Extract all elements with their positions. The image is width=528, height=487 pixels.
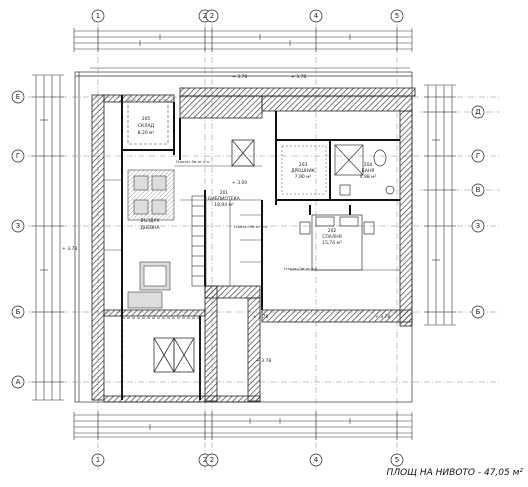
grid-label-right-d: Д [475, 108, 481, 116]
stair [191, 195, 207, 287]
room-area-library: 18,94 м² [214, 202, 234, 208]
room-name-storage: СКЛАД [138, 123, 155, 129]
right-dimension-lines [424, 84, 456, 326]
grid-label-top-2a: 2 [203, 12, 207, 20]
level-mark-top-right: + 3.78 [291, 74, 306, 80]
grid-label-top-2: 2 [210, 12, 214, 20]
room-area-bedroom: 15,74 м² [322, 240, 342, 246]
level-mark-left: + 3.78 [62, 246, 77, 252]
grid-label-right-b: Б [476, 308, 481, 316]
room-num-wardrobe: 203 [299, 162, 308, 168]
plan-title: ПЛОЩ НА НИВОТО - 47,05 м² [386, 468, 523, 478]
grid-label-bottom-1: 1 [96, 456, 100, 464]
grid-label-top-5: 5 [395, 12, 399, 20]
note-height-3: Н.кота=3м от п.п. [284, 267, 318, 271]
skylights [121, 139, 255, 397]
left-dimension-lines [32, 74, 64, 401]
room-num-storage: 205 [142, 116, 151, 122]
grid-label-bottom-5: 5 [395, 456, 399, 464]
grid-label-left-a: А [16, 378, 21, 386]
room-sub-void: ДНЕВНА [140, 225, 160, 231]
grid-label-bottom-2: 2 [210, 456, 214, 464]
level-mark-bottom: + 3.78 [256, 358, 271, 364]
room-name-bedroom: СПАЛНЯ [322, 234, 342, 240]
furniture-bedroom [299, 214, 375, 271]
room-num-bath: 204 [364, 162, 373, 168]
grid-label-right-v: В [476, 186, 481, 194]
room-name-wardrobe: ДРЕШНИК [291, 168, 316, 174]
level-mark-bottom-right: + 3.78 [375, 314, 390, 320]
grid-bubbles-right [471, 105, 485, 319]
note-height-2: Н.кота=3м от п.п. [234, 225, 268, 229]
furniture-living [127, 169, 175, 309]
grid-label-right-g: Г [476, 152, 480, 160]
room-name-void: ВЪЗДУХ [140, 218, 159, 224]
grid-label-top-4: 4 [314, 12, 319, 20]
grid-bubbles-left [11, 90, 25, 389]
note-height-1: Н.кота=3м от п.п. [176, 160, 210, 164]
grid-label-left-b: Б [16, 308, 21, 316]
grid-bubbles-bottom [91, 453, 404, 467]
level-mark-top: + 3.78 [232, 74, 247, 80]
room-name-bath: БАНЯ [362, 168, 375, 174]
room-num-library: 201 [220, 190, 229, 196]
room-area-storage: 8,20 м² [138, 130, 155, 136]
grid-bubbles-top [91, 9, 404, 23]
level-mark-bottom-mid: + 3.78 [253, 314, 268, 320]
bath-fixtures [334, 144, 395, 196]
hatched-walls [91, 87, 416, 403]
grid-label-left-g: Г [16, 152, 20, 160]
room-num-bedroom: 202 [328, 228, 337, 234]
roof-outline [74, 71, 413, 403]
wardrobe-shelves [281, 145, 327, 195]
grid-label-bottom-2a: 2 [203, 456, 207, 464]
level-mark-stair: + 3.00 [232, 180, 247, 186]
bottom-dimension-lines [73, 412, 413, 440]
room-area-bath: 4,98 м² [360, 174, 377, 180]
room-area-wardrobe: 7,90 м² [295, 174, 312, 180]
grid-label-bottom-4: 4 [314, 456, 319, 464]
grid-label-left-3: 3 [16, 222, 20, 230]
room-name-library: БИБЛИОТЕКА [208, 196, 241, 202]
top-dimension-lines [73, 28, 413, 69]
grid-label-right-3: 3 [476, 222, 480, 230]
grid-label-top-1: 1 [96, 12, 100, 20]
grid-label-left-e: Е [16, 93, 20, 101]
